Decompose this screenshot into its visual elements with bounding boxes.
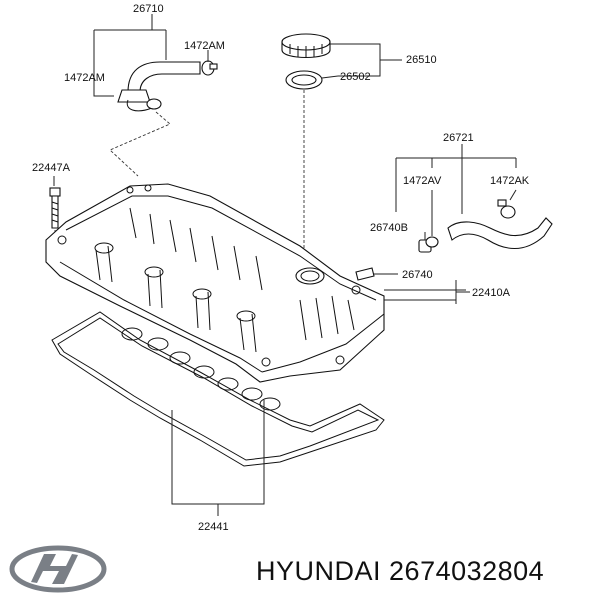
cover-gasket [51, 311, 385, 467]
label-26502: 26502 [340, 71, 371, 83]
label-22441: 22441 [198, 521, 229, 533]
label-26721: 26721 [443, 132, 474, 144]
hyundai-logo-icon [9, 545, 107, 593]
label-1472am-right: 1472AM [184, 40, 225, 52]
cap-gasket [285, 70, 323, 90]
label-26740b: 26740B [370, 222, 408, 234]
label-26740: 26740 [402, 269, 433, 281]
label-22410a: 22410A [472, 287, 511, 299]
cylinder-head-cover [45, 183, 385, 383]
pcv-valve [355, 267, 375, 281]
pcv-hose [447, 199, 553, 249]
oil-filler-cap [281, 33, 331, 58]
label-1472ak: 1472AK [490, 175, 530, 187]
brand-part-number: HYUNDAI 2674032804 [256, 556, 544, 587]
brand-name: HYUNDAI [256, 556, 382, 586]
hose-26710 [117, 61, 201, 112]
clamp-av [425, 236, 439, 248]
label-1472av: 1472AV [403, 175, 442, 187]
label-22447a: 22447A [32, 162, 71, 174]
label-26710: 26710 [133, 3, 164, 15]
label-1472am-left: 1472AM [64, 72, 105, 84]
label-26510: 26510 [406, 54, 437, 66]
bolt-22447a [49, 187, 61, 229]
part-number: 2674032804 [389, 556, 545, 586]
clamp-top-right [201, 60, 218, 76]
